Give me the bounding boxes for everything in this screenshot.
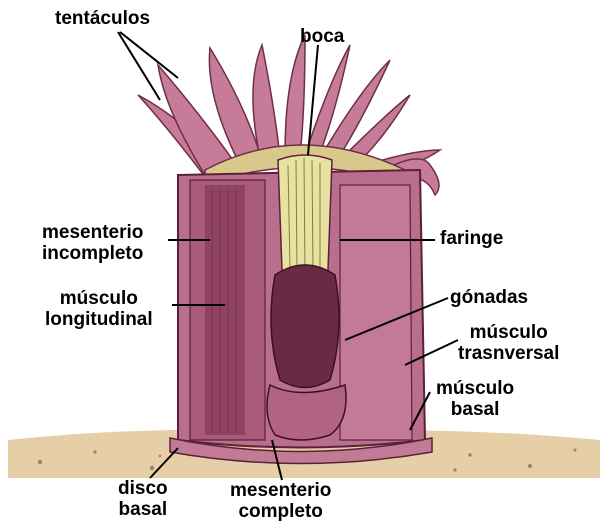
longitudinal-muscle-band — [205, 185, 245, 435]
gonads — [271, 265, 339, 388]
column-right-wall — [340, 185, 412, 440]
label-musculo-basal: músculo basal — [436, 378, 514, 420]
complete-mesentery — [267, 385, 346, 440]
label-faringe: faringe — [440, 228, 503, 249]
label-musculo-transversal: músculo trasnversal — [458, 322, 559, 364]
label-tentaculos: tentáculos — [55, 8, 150, 29]
label-mesenterio-incompleto: mesenterio incompleto — [42, 222, 143, 264]
label-musculo-longitudinal: músculo longitudinal — [45, 288, 153, 330]
label-disco-basal: disco basal — [118, 478, 168, 520]
label-gonadas: gónadas — [450, 287, 528, 308]
label-mesenterio-completo: mesenterio completo — [230, 480, 331, 522]
label-boca: boca — [300, 26, 344, 47]
